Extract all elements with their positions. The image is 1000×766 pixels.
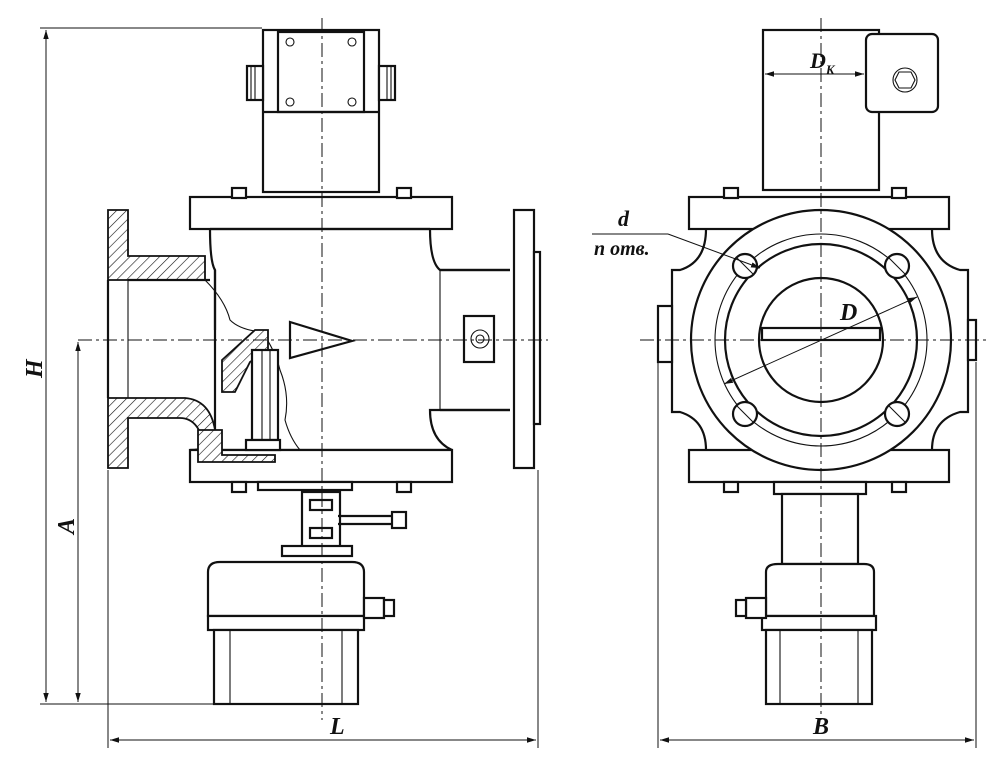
front-solenoid-coil: [245, 28, 397, 194]
side-view: [640, 18, 990, 720]
label-Dk-sub: K: [825, 62, 836, 77]
side-actuator: [734, 480, 878, 706]
front-upper-flange: [188, 186, 454, 231]
label-L: L: [329, 714, 345, 740]
label-Dk-main: D: [809, 48, 826, 73]
label-d: d: [618, 206, 630, 231]
label-H: H: [22, 358, 48, 379]
dimension-lines: [40, 27, 977, 748]
label-D: D: [839, 300, 857, 326]
side-solenoid-coil: [761, 28, 940, 192]
front-outlet-flange: [462, 208, 542, 470]
label-Dk: DK: [809, 48, 836, 77]
front-stem-assembly: [256, 480, 408, 558]
front-valve-seat-section: [197, 329, 282, 463]
front-view: [78, 18, 548, 720]
front-actuator-box: [206, 560, 396, 706]
front-inlet-flange-section: [106, 209, 301, 469]
label-B: B: [812, 714, 829, 740]
dimension-labels: H A L B D DK d n отв.: [22, 48, 857, 740]
label-n-holes: n отв.: [594, 238, 650, 260]
label-A: A: [54, 518, 80, 536]
